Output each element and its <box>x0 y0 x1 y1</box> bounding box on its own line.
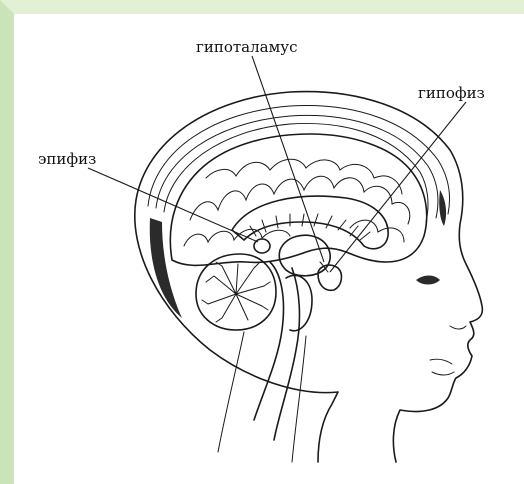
thalamus <box>279 235 330 275</box>
brainstem <box>254 262 299 440</box>
skull-inner-line-3 <box>164 123 428 222</box>
frontal-sinus <box>439 190 446 226</box>
gyri-1 <box>190 176 410 224</box>
lips <box>430 359 452 364</box>
label-hypothalamus: гипоталамус <box>196 38 298 56</box>
arbor-vitae <box>202 262 270 322</box>
mouth <box>432 372 454 375</box>
nostril <box>450 326 466 329</box>
label-pituitary: гипофиз <box>418 84 485 102</box>
leader-pineal <box>88 168 258 242</box>
eye <box>416 276 440 285</box>
gyri-2 <box>184 229 290 246</box>
leader-hypothalamus <box>252 56 324 262</box>
pituitary-gland <box>318 265 341 290</box>
label-pineal: эпифиз <box>38 150 96 168</box>
leader-pituitary <box>330 102 466 272</box>
